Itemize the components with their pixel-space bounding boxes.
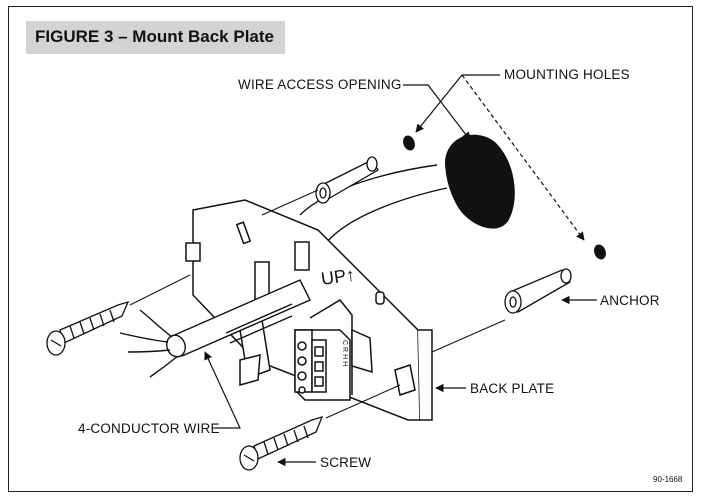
wire-access-opening <box>445 134 515 229</box>
wall-features <box>403 134 606 260</box>
terminal-letters: CRHH <box>341 340 348 368</box>
label-back-plate: BACK PLATE <box>470 381 555 396</box>
screw-lower <box>239 415 324 471</box>
leader-mounting-hole-2 <box>461 74 585 241</box>
title-banner <box>26 21 285 54</box>
cable <box>299 164 448 249</box>
four-conductor-wire <box>119 279 311 378</box>
mounting-hole-lower <box>594 244 606 260</box>
screw-upper <box>46 300 130 356</box>
anchor-upper <box>315 156 379 204</box>
label-screw: SCREW <box>320 455 372 470</box>
label-4-conductor-wire: 4-CONDUCTOR WIRE <box>78 421 220 436</box>
leaders <box>204 74 597 467</box>
up-marking: UP↑ <box>320 264 356 289</box>
mounting-hole-upper <box>403 135 415 151</box>
label-anchor: ANCHOR <box>600 293 660 308</box>
back-plate <box>185 199 433 421</box>
figure-frame <box>8 6 693 492</box>
figure-title: FIGURE 3 – Mount Back Plate <box>35 27 274 46</box>
anchor-lower <box>504 268 572 314</box>
leader-wire <box>204 351 241 429</box>
figure-code: 90-1668 <box>653 475 683 484</box>
label-wire-access-opening: WIRE ACCESS OPENING <box>238 77 402 92</box>
leader-wire-access <box>403 84 471 141</box>
guide-lines <box>129 189 506 419</box>
label-mounting-holes: MOUNTING HOLES <box>504 67 630 82</box>
